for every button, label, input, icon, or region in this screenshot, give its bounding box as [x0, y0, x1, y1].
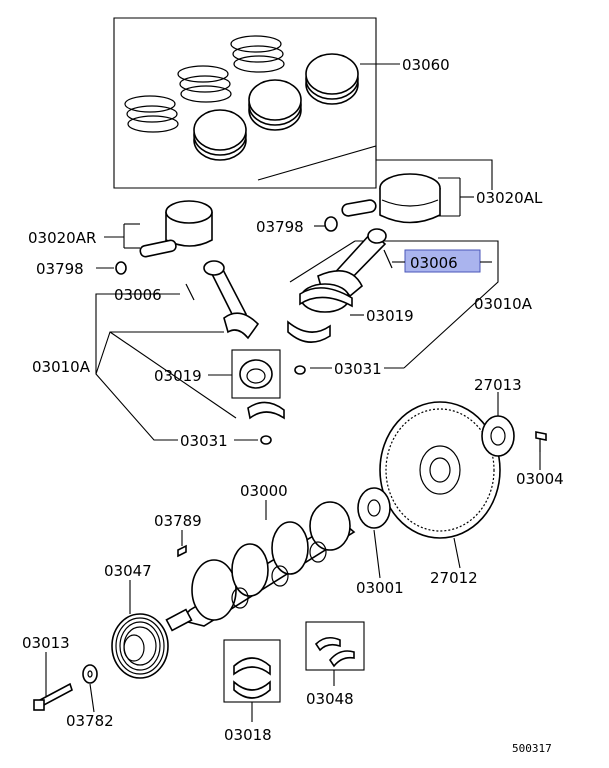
label-03789: 03789	[154, 512, 202, 530]
label-03018: 03018	[224, 726, 272, 744]
piston-left-group: 03020AR 03798	[28, 200, 213, 278]
label-27013: 27013	[474, 376, 522, 394]
piston-rings-group: 03060	[113, 17, 450, 189]
conrod-left-group: 03006 03010A 03019 03031	[32, 260, 285, 450]
bearings-group: 03018 03048	[223, 621, 365, 744]
label-03060: 03060	[402, 56, 450, 74]
crankshaft-group: 03000 03789	[154, 482, 356, 632]
label-27012: 27012	[430, 569, 478, 587]
label-03020AR: 03020AR	[28, 229, 96, 247]
label-03019-left: 03019	[154, 367, 202, 385]
label-03048: 03048	[306, 690, 354, 708]
label-03782: 03782	[66, 712, 114, 730]
label-03004: 03004	[516, 470, 564, 488]
label-03010A-left: 03010A	[32, 358, 91, 376]
piston-right-group: 03020AL 03798	[256, 145, 543, 236]
label-03031-left: 03031	[180, 432, 228, 450]
label-03001: 03001	[356, 579, 404, 597]
label-03010A-right: 03010A	[474, 295, 533, 313]
label-03798-left: 03798	[36, 260, 84, 278]
highlight-box	[404, 249, 481, 273]
pulley-group: 03047 03782 03013	[22, 562, 169, 730]
label-03031-right: 03031	[334, 360, 382, 378]
label-03006-left: 03006	[114, 286, 162, 304]
label-03000: 03000	[240, 482, 288, 500]
label-03013: 03013	[22, 634, 70, 652]
flywheel-group: 27013 03004 27012 03001	[356, 376, 564, 597]
label-03798-right: 03798	[256, 218, 304, 236]
label-03020AL: 03020AL	[476, 189, 543, 207]
label-03019-right: 03019	[366, 307, 414, 325]
conrod-right-group: 03006 03010A 03019 03031	[287, 228, 533, 378]
label-03006-right: 03006	[410, 254, 458, 272]
label-03047: 03047	[104, 562, 152, 580]
figure-number: 500317	[512, 742, 552, 755]
